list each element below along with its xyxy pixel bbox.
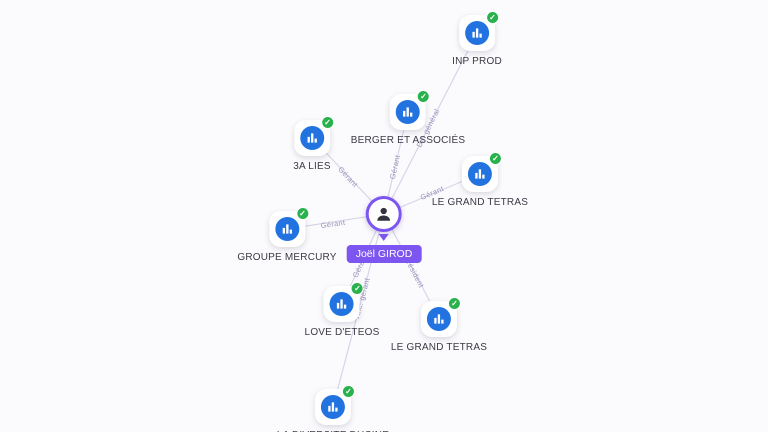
verified-check-icon: ✓ [341,385,355,398]
edge-line [383,32,478,215]
company-node-le-grand-tetras-1[interactable]: ✓ LE GRAND TETRAS [431,152,529,208]
verified-check-icon: ✓ [350,282,364,295]
company-label: INP PROD [452,56,502,67]
company-label: GROUPE MERCURY [237,252,337,263]
company-label: LE GRAND TETRAS [390,342,488,353]
company-node-love-d-eteos[interactable]: ✓ LOVE D'ETEOS [304,282,380,338]
building-icon [467,162,492,186]
verified-check-icon: ✓ [320,116,334,129]
building-icon [329,292,354,316]
company-label: LOVE D'ETEOS [304,327,380,338]
company-node-le-grand-tetras-2[interactable]: ✓ LE GRAND TETRAS [390,297,488,353]
person-node-joel-girod[interactable]: Joël GIROD [346,196,422,263]
person-avatar[interactable] [365,196,402,232]
company-node-berger-et-associes[interactable]: ✓ BERGER ET ASSOCIÉS [350,90,466,146]
building-icon [396,100,420,124]
company-label: 3A LIES [293,161,331,172]
company-card[interactable]: ✓ [458,11,499,51]
company-card[interactable]: ✓ [420,297,461,337]
building-icon [299,126,324,150]
pin-pointer-icon [378,234,389,241]
company-card[interactable]: ✓ [390,90,430,130]
company-label: LA DIVERSITE DUCINE [277,430,389,432]
person-icon [377,207,391,221]
verified-check-icon: ✓ [295,207,309,220]
verified-check-icon: ✓ [417,90,430,103]
verified-check-icon: ✓ [447,297,461,310]
company-card[interactable]: ✓ [461,152,502,192]
verified-check-icon: ✓ [488,152,502,165]
building-icon [426,307,451,331]
company-label: LE GRAND TETRAS [431,197,529,208]
person-label: Joël GIROD [346,245,422,263]
company-card[interactable]: ✓ [293,116,334,156]
company-node-inp-prod[interactable]: ✓ INP PROD [452,11,502,67]
verified-check-icon: ✓ [485,11,499,24]
company-card[interactable]: ✓ [268,207,309,247]
company-card[interactable]: ✓ [323,282,364,322]
company-label: BERGER ET ASSOCIÉS [350,135,466,146]
building-icon [320,395,345,419]
company-node-3a-lies[interactable]: ✓ 3A LIES [293,116,334,172]
building-icon [464,21,489,45]
company-card[interactable]: ✓ [314,385,355,425]
building-icon [274,217,299,241]
company-node-la-diversite-ducine[interactable]: ✓ LA DIVERSITE DUCINE [277,385,389,432]
company-node-groupe-mercury[interactable]: ✓ GROUPE MERCURY [237,207,337,263]
